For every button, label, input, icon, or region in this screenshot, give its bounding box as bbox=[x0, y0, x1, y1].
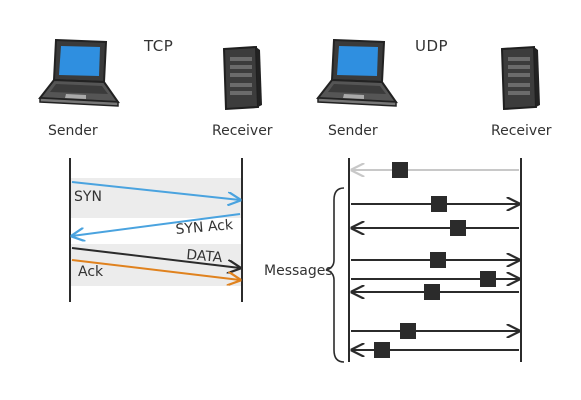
udp-packet bbox=[424, 284, 440, 300]
laptop-icon bbox=[317, 39, 397, 107]
server-icon bbox=[223, 46, 263, 110]
udp-packet bbox=[400, 323, 416, 339]
syn-arrow bbox=[71, 181, 240, 200]
ack-label: Ack bbox=[78, 264, 104, 280]
udp-title: UDP bbox=[415, 37, 448, 55]
ack-arrow bbox=[71, 259, 240, 280]
syn-label: SYN bbox=[74, 189, 102, 205]
udp-packet bbox=[374, 342, 390, 358]
messages-brace bbox=[325, 187, 345, 363]
laptop-icon bbox=[39, 39, 119, 107]
server-icon bbox=[501, 46, 541, 110]
udp-receiver-label: Receiver bbox=[491, 123, 552, 139]
data-arrow bbox=[71, 247, 240, 268]
udp-packet bbox=[431, 196, 447, 212]
syn-ack-arrow bbox=[72, 213, 241, 236]
udp-packet bbox=[392, 162, 408, 178]
udp-packet bbox=[430, 252, 446, 268]
data-label: DATA bbox=[186, 247, 224, 266]
messages-label: Messages bbox=[264, 263, 333, 279]
udp-packet bbox=[480, 271, 496, 287]
tcp-receiver-label: Receiver bbox=[212, 123, 273, 139]
syn-ack-label: SYN Ack bbox=[175, 217, 235, 238]
udp-packet bbox=[450, 220, 466, 236]
tcp-title: TCP bbox=[143, 37, 173, 55]
udp-sender-label: Sender bbox=[328, 123, 378, 139]
tcp-sender-label: Sender bbox=[48, 123, 98, 139]
